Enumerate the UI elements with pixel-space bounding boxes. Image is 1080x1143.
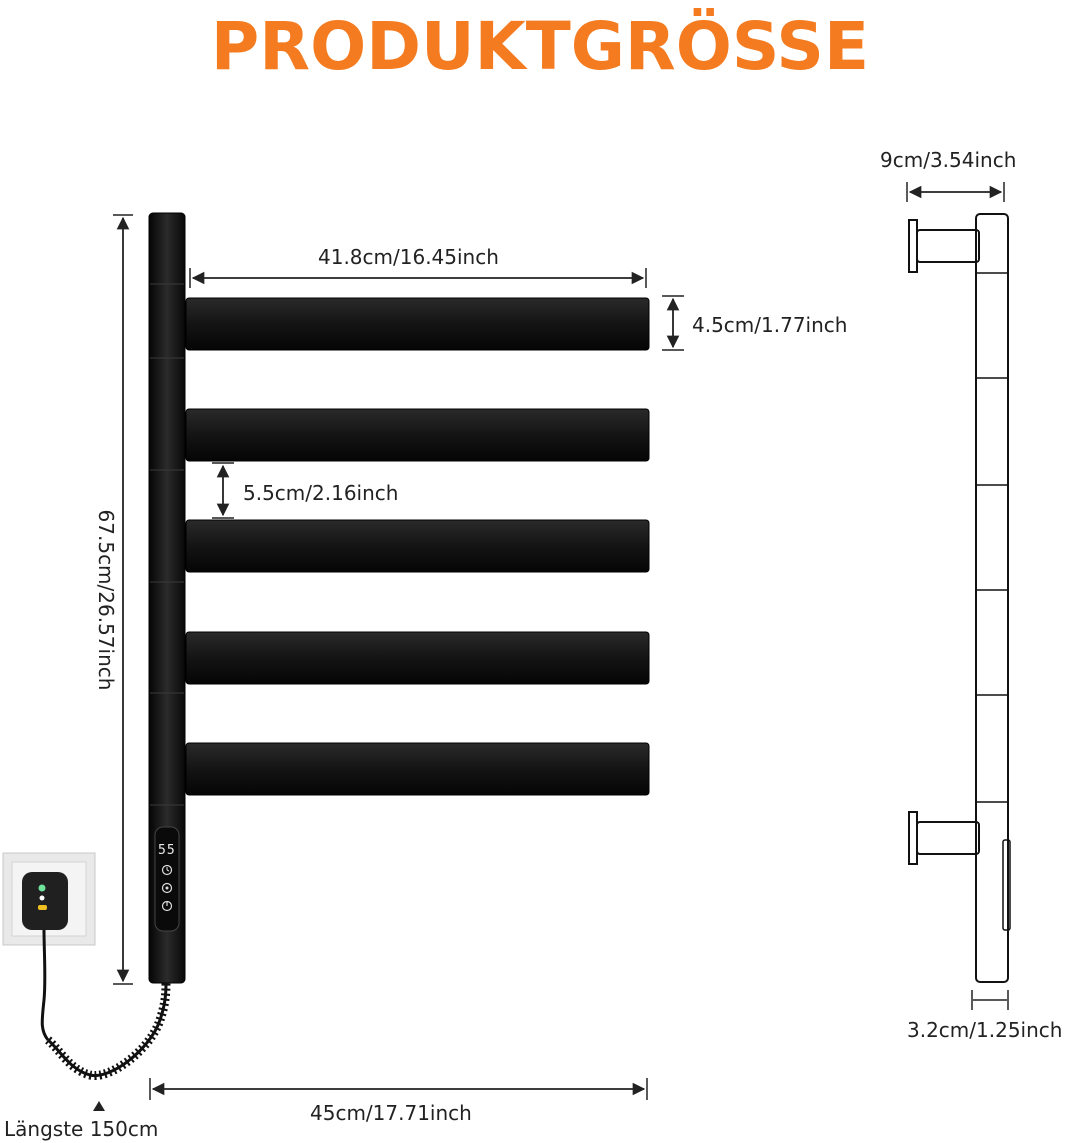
depth-label: 9cm/3.54inch [880,148,1017,172]
total-width-label: 45cm/17.71inch [310,1101,472,1125]
page-title: PRODUKTGRÖSSE [210,8,870,85]
width-dimension-line [149,1078,648,1100]
towel-bar [185,631,650,685]
settings-icon [161,882,173,894]
height-dimension-line [113,214,133,985]
heating-pole [148,212,186,984]
bar-length-dimension-line [189,268,647,288]
clock-icon [161,864,173,876]
towel-bars [185,297,650,796]
bar-height-dimension-line [662,295,684,351]
side-view-drawing [906,182,1011,1010]
towel-bar [185,519,650,573]
control-panel [154,826,180,932]
pole-width-label: 3.2cm/1.25inch [907,1018,1063,1042]
temperature-display: 55 [158,843,176,858]
cable-length-marker-icon [93,1101,105,1111]
bar-gap-dimension-line [212,462,234,519]
total-height-label: 67.5cm/26.57inch [94,509,118,691]
bar-length-label: 41.8cm/16.45inch [318,245,499,269]
towel-bar [185,742,650,796]
towel-bar [185,297,650,351]
bar-gap-label: 5.5cm/2.16inch [243,481,399,505]
bar-height-label: 4.5cm/1.77inch [692,313,848,337]
towel-bar [185,408,650,462]
power-plug [2,852,96,1041]
coiled-cable [44,982,171,1081]
cable-length-label: Längste 150cm [4,1117,159,1141]
